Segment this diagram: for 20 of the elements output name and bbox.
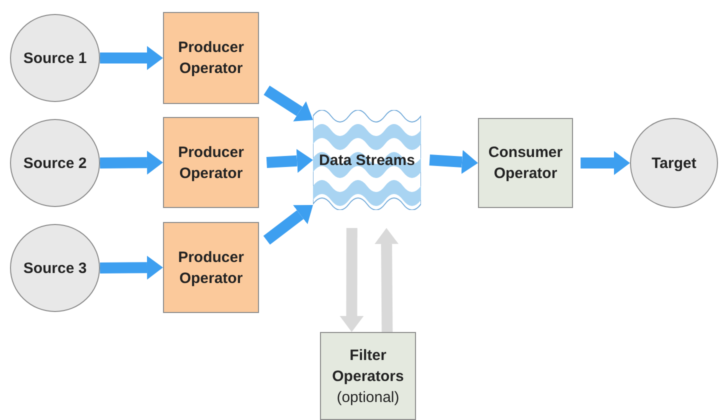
data-streams-shape: Data Streams (313, 110, 421, 210)
arrow (264, 86, 313, 122)
source-circle: Source 1 (10, 14, 100, 102)
source-circle: Target (630, 118, 718, 208)
arrow (100, 256, 163, 280)
arrow (100, 46, 163, 70)
process-box: Producer Operator (163, 117, 259, 208)
arrow (580, 151, 630, 175)
source-circle: Source 3 (10, 224, 100, 312)
process-box: Consumer Operator (478, 118, 573, 208)
process-box: Producer Operator (163, 222, 259, 313)
process-box: Producer Operator (163, 12, 259, 104)
arrow (429, 150, 478, 174)
arrow (340, 228, 364, 332)
arrow (266, 148, 313, 173)
arrow (374, 228, 399, 332)
arrow (100, 150, 163, 175)
source-circle: Source 2 (10, 119, 100, 207)
process-box: Filter Operators (optional) (320, 332, 416, 420)
arrow (263, 205, 313, 245)
